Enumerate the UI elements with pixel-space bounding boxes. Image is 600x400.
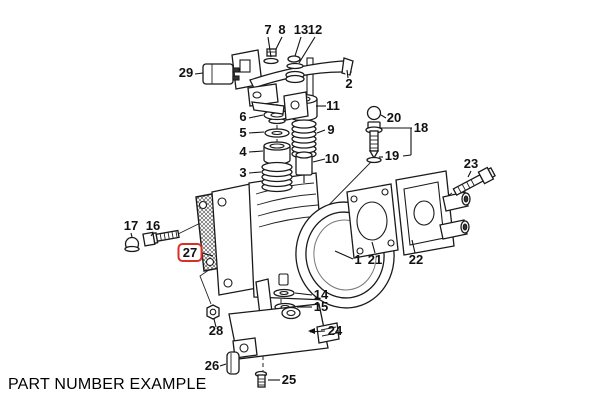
part-label-3: 3 [239, 165, 246, 180]
part-label-2: 2 [345, 76, 352, 91]
part-label-1: 1 [354, 252, 361, 267]
part-label-10: 10 [325, 151, 339, 166]
caption: PART NUMBER EXAMPLE [8, 376, 207, 393]
leader-lines [130, 36, 472, 381]
part-label-7: 7 [264, 22, 271, 37]
part-label-9: 9 [327, 122, 334, 137]
part-label-12: 12 [308, 22, 322, 37]
part-label-22: 22 [409, 252, 423, 267]
part-label-17: 17 [124, 218, 138, 233]
part-label-5: 5 [239, 125, 246, 140]
bolt-23 [452, 166, 496, 196]
part-label-14: 14 [314, 287, 329, 302]
part-label-24: 24 [328, 323, 343, 338]
part-label-18: 18 [414, 120, 428, 135]
part-label-25: 25 [282, 372, 296, 387]
part-label-8: 8 [278, 22, 285, 37]
part-label-20: 20 [387, 110, 401, 125]
part-label-13: 13 [294, 22, 308, 37]
part-label-26: 26 [205, 358, 219, 373]
part-label-29: 29 [179, 65, 193, 80]
left-column-parts [261, 109, 293, 193]
part-label-27: 27 [183, 245, 197, 260]
part-label-6: 6 [239, 109, 246, 124]
part-label-15: 15 [314, 299, 328, 314]
top-linkage [202, 48, 354, 163]
part-label-19: 19 [385, 148, 399, 163]
lower-parts [206, 288, 340, 388]
adapter-plates [346, 166, 496, 259]
part-label-16: 16 [146, 218, 160, 233]
left-fasteners [124, 229, 180, 253]
idle-screw-parts [365, 105, 383, 164]
highlight-box [177, 243, 203, 262]
part-label-23: 23 [464, 156, 478, 171]
part-label-11: 11 [326, 98, 340, 113]
part-label-28: 28 [209, 323, 223, 338]
part-label-4: 4 [239, 144, 247, 159]
part-label-21: 21 [368, 252, 382, 267]
